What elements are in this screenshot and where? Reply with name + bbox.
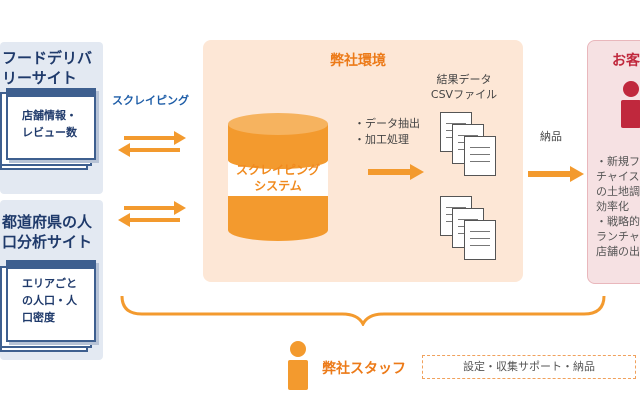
- database-cylinder-icon: [228, 113, 328, 241]
- window-text-food: 店舗情報・ レビュー数: [22, 109, 77, 139]
- arrow-left-icon: [118, 143, 180, 157]
- browser-window-food: 店舗情報・ レビュー数: [6, 88, 96, 160]
- document-icon: [464, 220, 496, 260]
- document-icon: [464, 136, 496, 176]
- exchange-arrows-top: [118, 131, 186, 157]
- system-label: スクレイピング システム: [235, 163, 320, 193]
- staff-brace: [120, 295, 606, 326]
- arrow-left-icon: [118, 213, 180, 227]
- delivery-arrow-icon: [528, 166, 584, 182]
- window-title-bar: [8, 90, 94, 97]
- site-title-food-delivery: フードデリバ リーサイト: [2, 49, 93, 87]
- scraping-label: スクレイピング: [112, 94, 189, 107]
- csv-file-stack-top: [440, 112, 510, 186]
- csv-file-stack-bottom: [440, 196, 510, 270]
- customer-title: お客: [612, 53, 640, 69]
- window-title-bar: [8, 262, 94, 269]
- customer-person-icon: [621, 81, 640, 128]
- process-items: ・データ抽出 ・加工処理: [354, 117, 420, 146]
- process-arrow-icon: [368, 164, 424, 180]
- browser-window-population: エリアごと の人口・人 口密度: [6, 260, 96, 342]
- arrow-right-icon: [124, 201, 186, 215]
- exchange-arrows-bottom: [118, 201, 186, 227]
- staff-person-icon: [288, 341, 308, 390]
- environment-title: 弊社環境: [330, 53, 386, 69]
- delivery-label: 納品: [540, 130, 562, 143]
- arrow-right-icon: [124, 131, 186, 145]
- window-text-population: エリアごと の人口・人 口密度: [22, 277, 77, 324]
- result-label: 結果データ CSVファイル: [430, 73, 498, 101]
- customer-benefits: ・新規フ チャイス の土地調 効率化 ・戦略的 ランチャ 店舗の出: [596, 155, 640, 258]
- staff-label: 弊社スタッフ: [322, 361, 406, 377]
- service-box: 設定・収集サポート・納品: [422, 355, 636, 379]
- customer-box: [587, 40, 640, 284]
- site-title-population: 都道府県の人 口分析サイト: [2, 213, 93, 251]
